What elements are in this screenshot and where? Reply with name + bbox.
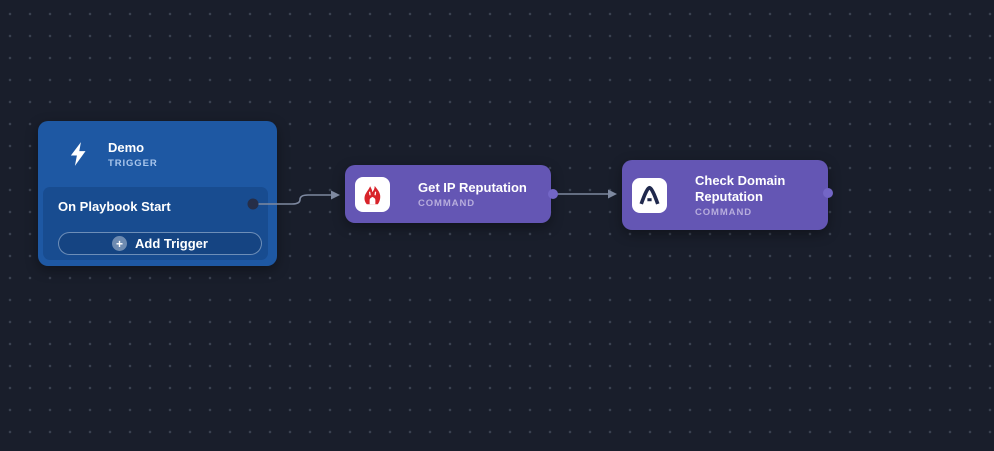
command-node-title: Check Domain Reputation xyxy=(695,172,786,204)
plus-circle-icon: + xyxy=(112,236,128,251)
command-node-get-ip-reputation[interactable]: Get IP Reputation COMMAND xyxy=(345,165,551,223)
flame-logo-icon xyxy=(355,176,390,212)
trigger-node-title: Demo xyxy=(108,139,145,155)
add-trigger-label: Add Trigger xyxy=(135,236,208,251)
command-node-title: Get IP Reputation xyxy=(418,179,527,195)
command-node-type-label: COMMAND xyxy=(695,206,752,218)
trigger-event-label: On Playbook Start xyxy=(58,198,171,214)
arrowhead-icon xyxy=(331,190,340,200)
command-node-check-domain-reputation[interactable]: Check Domain Reputation COMMAND xyxy=(622,160,828,230)
add-trigger-button[interactable]: + Add Trigger xyxy=(58,232,262,255)
a-monogram-logo-icon xyxy=(632,177,667,213)
trigger-node-header: Demo TRIGGER xyxy=(38,121,277,187)
edge-get-ip-to-check-domain[interactable] xyxy=(553,189,617,199)
trigger-node-type-label: TRIGGER xyxy=(108,157,158,169)
trigger-events-panel: On Playbook Start + Add Trigger xyxy=(43,187,268,260)
trigger-event-row[interactable]: On Playbook Start xyxy=(58,196,253,216)
trigger-node[interactable]: Demo TRIGGER On Playbook Start + Add Tri… xyxy=(38,121,277,266)
command-node-type-label: COMMAND xyxy=(418,197,475,209)
lightning-bolt-icon xyxy=(67,140,89,168)
arrowhead-icon xyxy=(608,189,617,199)
